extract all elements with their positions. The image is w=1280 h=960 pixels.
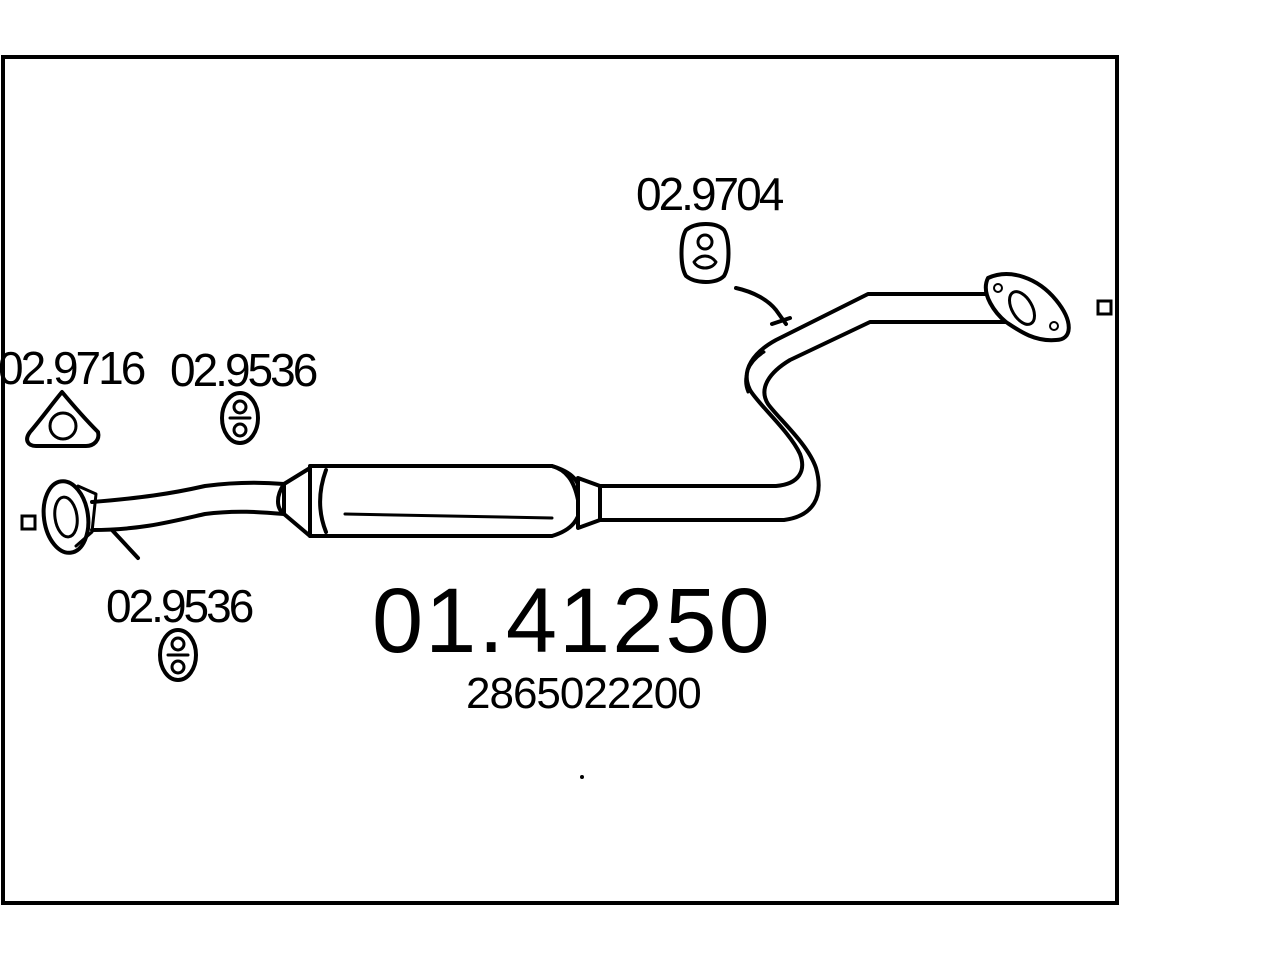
- rubber-hanger-icon: [679, 222, 731, 284]
- part-number-label: 02.9536: [106, 580, 253, 632]
- part-number-label: 02.9536: [170, 344, 317, 396]
- part-number-label: 02.9704: [636, 168, 784, 220]
- hanger-part-lower: 02.9536: [106, 580, 256, 682]
- oem-number: 2865022200: [466, 669, 701, 718]
- stray-dot: [580, 775, 584, 779]
- hanger-part-right: 02.9704: [636, 168, 787, 284]
- right-connector-marker: [1096, 299, 1113, 316]
- rubber-hanger-icon: [220, 391, 260, 445]
- gasket-part: 02.9716: [0, 342, 148, 448]
- rubber-hanger-icon: [158, 628, 198, 682]
- hanger-part-upper: 02.9536: [170, 344, 320, 445]
- diagram-frame: [1, 55, 1119, 905]
- main-part-number: 01.41250: [372, 570, 772, 672]
- part-number-label: 02.9716: [0, 342, 145, 394]
- left-connector-marker: [20, 514, 37, 531]
- exhaust-pipe: [41, 272, 1071, 560]
- triangle-gasket-icon: [25, 390, 101, 448]
